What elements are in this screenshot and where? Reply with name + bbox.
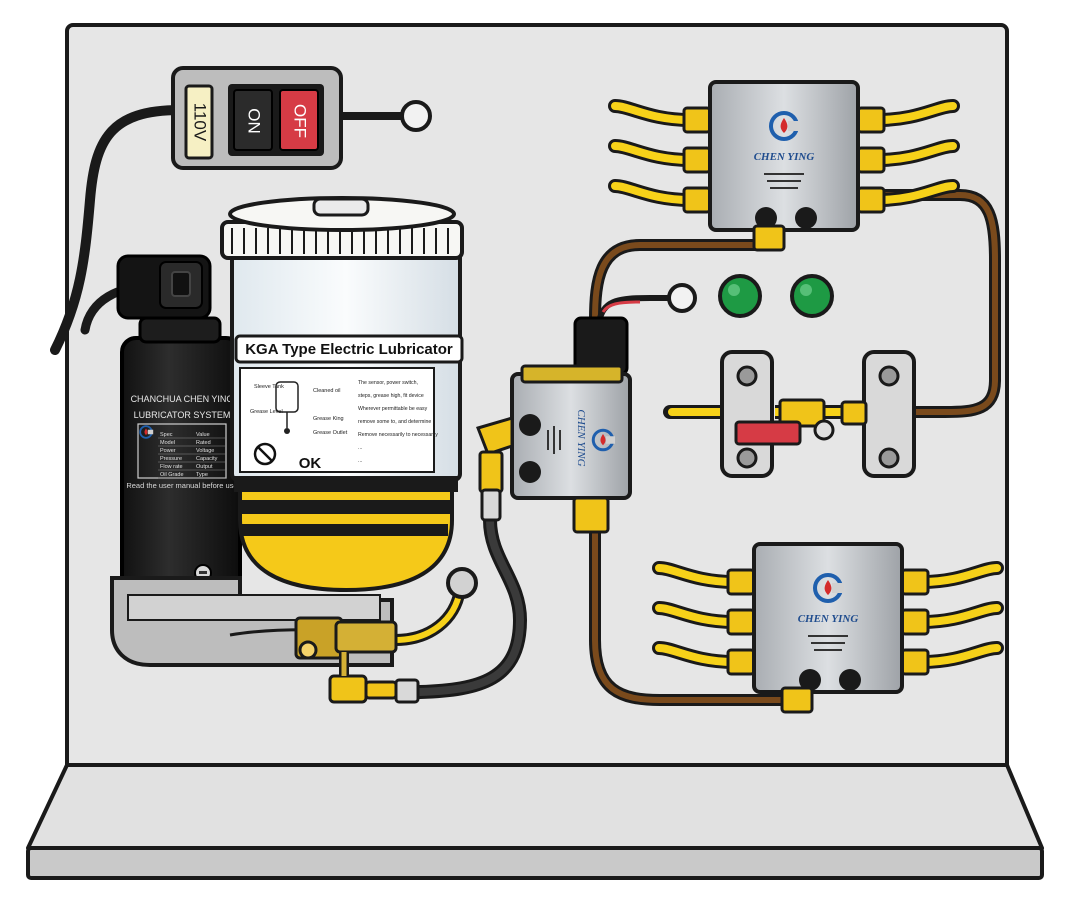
tube-fitting [682,106,712,134]
tube-fitting [752,224,786,252]
pump-signal-wire [597,295,680,320]
grease-reservoir: KGA Type Electric Lubricator Sleeve Tank… [220,196,464,593]
instruction-line: ... [358,445,362,451]
distributor-port [755,207,777,229]
tube-fitting [780,686,814,714]
tube-fitting [900,568,930,596]
main-brown-tube-loop [589,189,1001,706]
instruction-card [239,367,435,473]
off-label: OFF [291,104,310,138]
ball-valve-assembly [663,350,916,478]
pump-motor: CHANCHUA CHEN YING LUBRICATOR SYSTEM Spe… [116,254,242,598]
valve-handle[interactable] [734,420,802,446]
reservoir-schematic-icon [275,381,299,434]
on-button[interactable]: ON [233,89,273,151]
distributor-port [799,669,821,691]
wire-grommet [667,283,697,313]
black-return-hose [413,513,528,699]
distributor-block-top: CHEN YING [608,80,960,252]
caption-right-1: Cleaned oil [313,388,341,394]
motor-footer-note: Read the user manual before use [126,481,237,490]
nameplate-cell: Spec [160,432,173,438]
tube-fitting [900,608,930,636]
tube-fitting [856,146,886,174]
nameplate-cell: Type [196,472,208,478]
outlet-fittings [294,567,478,704]
product-label: KGA Type Electric Lubricator [245,341,453,358]
caption-left-2: Grease Level [250,409,283,415]
indicator-light-2 [790,274,834,318]
caption-right-2: Grease King [313,416,344,422]
instruction-line: Remove necessarily to necessarily [358,432,438,438]
voltage-label: 110V [191,103,210,142]
tube-fitting [726,608,756,636]
power-switch-box: 110V ON OFF [171,66,432,170]
pump-valve-block: CHEN YING [476,316,632,534]
caption-right-3: Grease Outlet [313,430,348,436]
prohibited-icon [253,442,277,466]
instruction-line: The sensor, power switch, [358,380,418,386]
valve-brand: CHEN YING [575,409,587,466]
tube-fitting [726,648,756,676]
cable-gland [400,100,432,132]
tube-fitting [856,186,886,214]
distributor-port [839,669,861,691]
nameplate-cell: Pressure [160,456,182,462]
on-label: ON [245,108,264,134]
distributor-block-bottom: CHEN YING [652,542,1004,714]
ok-label: OK [299,455,322,472]
tube-fitting [856,106,886,134]
base-stand [26,763,1044,880]
nameplate-cell: Flow rate [160,464,183,470]
nameplate-cell: Oil Grade [160,472,184,478]
instruction-line: steps, grease high, fit device [358,393,424,399]
nameplate-cell: Capacity [196,456,218,462]
nameplate-cell: Voltage [196,448,214,454]
distributor-brand: CHEN YING [754,151,815,163]
nameplate-cell: Output [196,464,213,470]
off-button[interactable]: OFF [279,89,319,151]
cap-handle [312,197,370,217]
caption-left-1: Sleeve Tank [254,384,284,390]
nameplate-cell: Power [160,448,176,454]
motor-brand-line: CHANCHUA CHEN YING [131,394,234,404]
indicator-light-1 [718,274,762,318]
reservoir-yellow-bands [234,476,458,536]
instruction-line: Wherever permittable be easy [358,406,428,412]
voltage-label-plate [184,84,214,160]
motor-nameplate: CHANCHUA CHEN YING LUBRICATOR SYSTEM Spe… [126,394,237,490]
instruction-line: remove some to, and determine [358,419,431,425]
distributor-brand: CHEN YING [798,613,859,625]
tube-fitting [682,146,712,174]
tube-fitting [682,186,712,214]
instruction-line: ... [358,458,362,464]
motor-system-line: LUBRICATOR SYSTEM [134,410,231,420]
nameplate-cell: Value [196,432,210,438]
distributor-port [795,207,817,229]
nameplate-cell: Model [160,440,175,446]
nameplate-cell: Rated [196,440,211,446]
tube-fitting [726,568,756,596]
tube-fitting [900,648,930,676]
distributor-body [752,542,904,694]
